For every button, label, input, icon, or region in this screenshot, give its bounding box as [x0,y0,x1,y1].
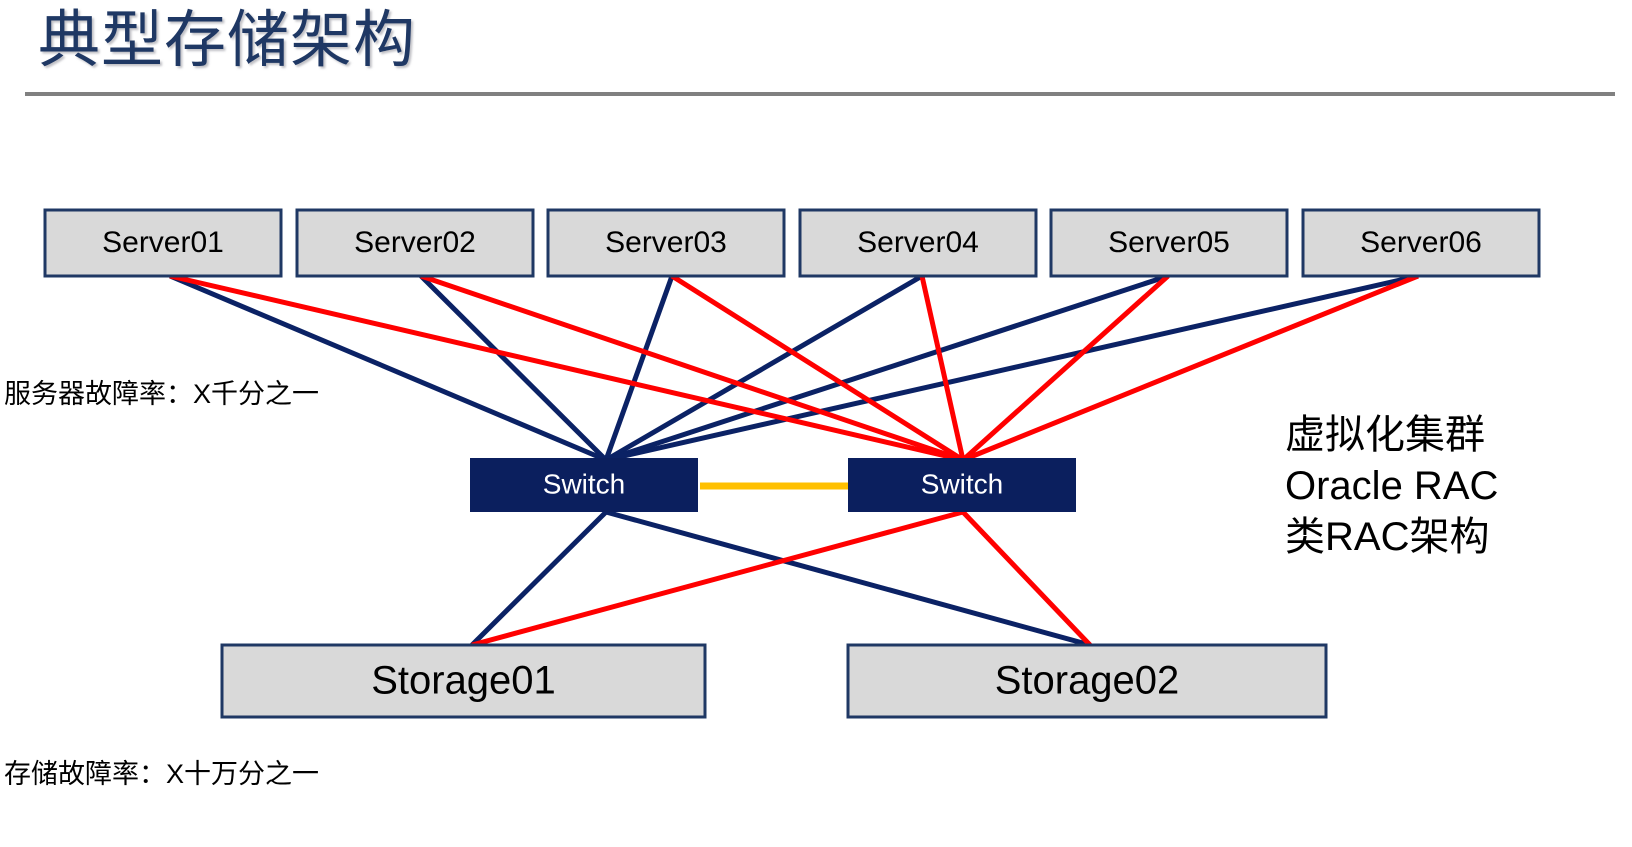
switch-label-1: Switch [543,468,625,499]
cluster-note-line-3: 类RAC架构 [1285,515,1490,560]
storage-node-2[interactable]: Storage02 [846,643,1328,719]
link-server6-switch2 [962,273,1419,463]
links-server-to-switch-secondary [169,273,1419,463]
server-label-4: Server04 [857,226,979,259]
links-switch-to-storage [470,509,1092,648]
storage-nodes: Storage01 Storage02 [220,643,1328,719]
server-node-2-rect [295,208,535,278]
server-node-1-rect [43,208,283,278]
server-label-1: Server01 [102,226,224,259]
link-server2-switch1 [419,274,608,462]
storage-node-1[interactable]: Storage01 [220,643,707,719]
switch-node-2-rect [848,458,1076,512]
server-node-2[interactable]: Server02 [295,208,535,278]
title-divider [25,92,1615,96]
link-server4-switch2 [919,275,966,461]
switch-node-1[interactable]: Switch [470,458,698,512]
server-node-3-rect [546,208,786,278]
server-node-5-rect [1049,208,1289,278]
server-node-1[interactable]: Server01 [43,208,283,278]
link-server1-switch2 [169,273,964,463]
switch-node-2[interactable]: Switch [848,458,1076,512]
link-server4-switch1 [604,273,924,463]
page-title: 典型存储架构 [38,6,417,75]
link-switch1-storage02 [605,509,1091,648]
link-server2-switch2 [420,273,964,463]
server-failure-rate-label: 服务器故障率：X千分之一 [4,379,320,409]
server-node-4[interactable]: Server04 [798,208,1038,278]
switch-nodes: Switch Switch [470,458,1076,512]
server-label-6: Server06 [1360,226,1482,259]
storage-node-1-rect [220,643,707,719]
link-server5-switch1 [605,273,1169,463]
storage-label-1: Storage01 [371,659,556,703]
link-server3-switch1 [603,275,675,461]
switch-label-2: Switch [921,468,1003,499]
cluster-note-line-1: 虚拟化集群 [1285,413,1485,457]
server-label-3: Server03 [605,226,727,259]
server-label-5: Server05 [1108,226,1230,259]
cluster-note-line-2: Oracle RAC [1285,464,1499,509]
server-node-6-rect [1301,208,1541,278]
server-label-2: Server02 [354,226,476,259]
storage-label-2: Storage02 [995,659,1180,703]
server-node-3[interactable]: Server03 [546,208,786,278]
server-nodes: Server01 Server02 Server03 Server04 Server05… [43,208,1541,278]
server-node-5[interactable]: Server05 [1049,208,1289,278]
link-switch2-storage01 [471,509,964,648]
links-server-to-switch-primary [169,273,1419,463]
link-server6-switch1 [605,273,1419,463]
server-node-6[interactable]: Server06 [1301,208,1541,278]
link-server1-switch1 [169,273,607,463]
server-node-4-rect [798,208,1038,278]
link-server3-switch2 [670,273,965,463]
storage-failure-rate-label: 存储故障率：X十万分之一 [4,759,320,789]
cluster-note: 虚拟化集群 Oracle RAC 类RAC架构 [1285,410,1498,564]
switch-node-1-rect [470,458,698,512]
link-switch2-storage02 [961,510,1092,647]
storage-node-2-rect [846,643,1328,719]
link-switch1-storage01 [470,510,608,647]
link-server5-switch2 [961,274,1170,462]
